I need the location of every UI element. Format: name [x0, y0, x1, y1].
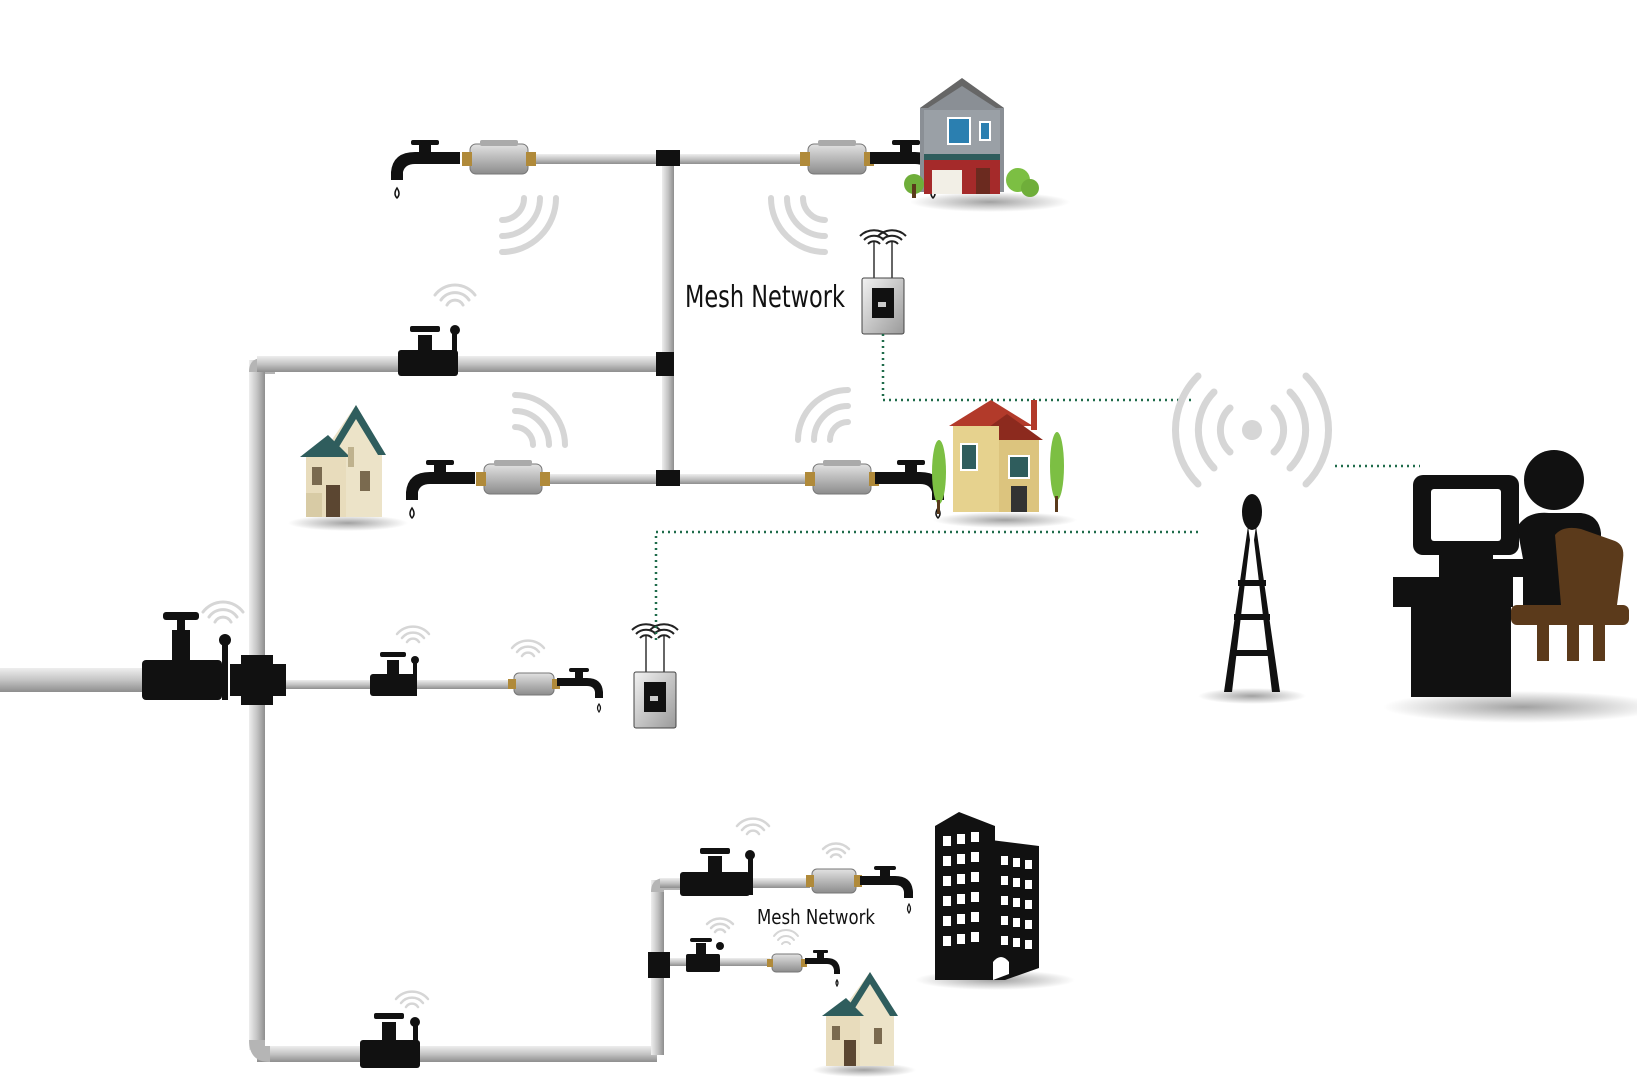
junction-branch-valve-icon [370, 652, 419, 696]
mesh-network-label-secondary: Mesh Network [757, 905, 875, 929]
operator-workstation-icon [1383, 450, 1637, 723]
house-icon [904, 78, 1070, 212]
water-meter-icon [462, 140, 536, 175]
wifi-signal-icon [394, 990, 430, 1009]
water-meter-icon [476, 460, 550, 495]
wifi-signal-icon [705, 917, 735, 934]
bottom-branch-pipe [257, 1046, 657, 1062]
wifi-signal-icon [510, 639, 546, 658]
main-junction-fitting [230, 655, 286, 705]
main-supply-pipe [0, 668, 145, 692]
faucet-icon [805, 950, 840, 988]
mesh-network-label-main: Mesh Network [685, 280, 845, 315]
riser-tee-middle [656, 470, 680, 486]
upper-valve-icon [398, 325, 460, 376]
fittings [142, 150, 755, 1068]
house-icon [288, 405, 408, 531]
wifi-signal-icon [433, 283, 477, 307]
faucet-icon [391, 140, 460, 200]
faucet-icon [406, 460, 475, 520]
radio-tower-icon [1172, 372, 1332, 704]
water-meter-icon [805, 460, 879, 495]
wifi-signal-icon [201, 600, 245, 624]
wifi-signal-icon [768, 195, 828, 255]
wifi-signal-icon [512, 392, 568, 448]
building-valve-icon [680, 848, 755, 896]
cottage-valve-icon [648, 938, 724, 978]
riser-pipe [662, 155, 674, 485]
link-gateway-top-to-tower [881, 334, 1195, 402]
wifi-signal-icon [395, 625, 431, 644]
link-gateway-low-to-tower [654, 530, 1200, 640]
water-meters [462, 140, 879, 973]
main-valve-icon [142, 612, 231, 700]
wifi-signal-icon [795, 387, 851, 443]
water-meter-icon [800, 140, 874, 175]
water-meter-icon [806, 868, 862, 894]
faucet-icon [557, 668, 603, 714]
wifi-signal-icon [735, 817, 771, 836]
faucet-icon [860, 866, 913, 915]
water-meter-icon [508, 672, 560, 696]
house-icon [812, 972, 916, 1077]
trunk-elbow-bottom [249, 1040, 270, 1062]
riser-tee-top [656, 150, 680, 166]
riser-tee-upper [656, 352, 674, 376]
house-icon [932, 400, 1077, 528]
wifi-signal-icon [821, 842, 851, 859]
bottom-valve-icon [360, 1013, 420, 1068]
wifi-signal-icon [499, 195, 559, 255]
apartment-building-icon [915, 812, 1075, 990]
gateway-router-icon [859, 229, 907, 335]
wifi-signals [201, 195, 851, 1009]
network-links [654, 334, 1420, 640]
wifi-signal-icon [773, 929, 799, 945]
water-meter-icon [767, 953, 807, 973]
